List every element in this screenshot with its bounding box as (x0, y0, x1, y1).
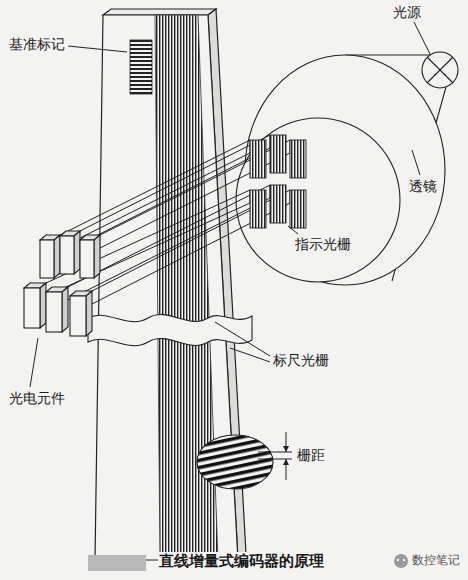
light-source-lens (236, 52, 458, 285)
plate-top (103, 9, 216, 15)
part-label: 栅距 (296, 447, 326, 464)
wechat-icon (394, 554, 408, 568)
lens-cone-top (345, 54, 432, 55)
indicator-area (236, 118, 400, 282)
photo-cells (24, 231, 100, 336)
leader-line (30, 338, 38, 387)
grating-window (250, 140, 266, 178)
watermark: 数控笔记 (411, 553, 461, 567)
figure-caption: 直线增量式编码器的原理 (158, 552, 325, 570)
leader-line (288, 226, 298, 234)
part-label: 标尺光栅 (272, 352, 330, 369)
leader-line (230, 348, 270, 362)
blurred-figure-number (88, 555, 146, 571)
grating-window (270, 185, 286, 223)
light-source (422, 52, 458, 88)
part-label: 光电元件 (8, 390, 66, 407)
photo-cell (24, 283, 46, 328)
beam (60, 140, 250, 248)
leader-line (215, 322, 270, 356)
part-label: 基准标记 (8, 36, 66, 53)
grating-window (290, 190, 306, 228)
part-label: 指示光栅 (294, 236, 352, 253)
light-beams (46, 135, 290, 304)
leader-line (414, 22, 430, 54)
beam (46, 190, 250, 296)
part-label: 光源 (392, 4, 422, 21)
indicator-grating (250, 135, 306, 228)
beam (92, 190, 290, 304)
grating-window (270, 135, 286, 173)
photo-cell (46, 287, 68, 332)
grating-window (250, 190, 266, 228)
grating-window (290, 140, 306, 178)
light-source-cross (427, 57, 453, 83)
reference-mark (130, 40, 152, 94)
photo-cell (70, 291, 92, 336)
pitch-dimension (258, 432, 292, 480)
light-source-cross (427, 57, 453, 83)
beam (100, 140, 290, 248)
leader-lines (30, 22, 430, 387)
photo-cell (60, 231, 80, 274)
leader-line (412, 150, 420, 175)
magnified-view (190, 430, 280, 494)
part-label: 透镜 (408, 178, 438, 195)
photo-cell (80, 235, 100, 278)
leader-line (68, 46, 127, 52)
photo-cell (40, 235, 60, 278)
beam (68, 185, 270, 300)
